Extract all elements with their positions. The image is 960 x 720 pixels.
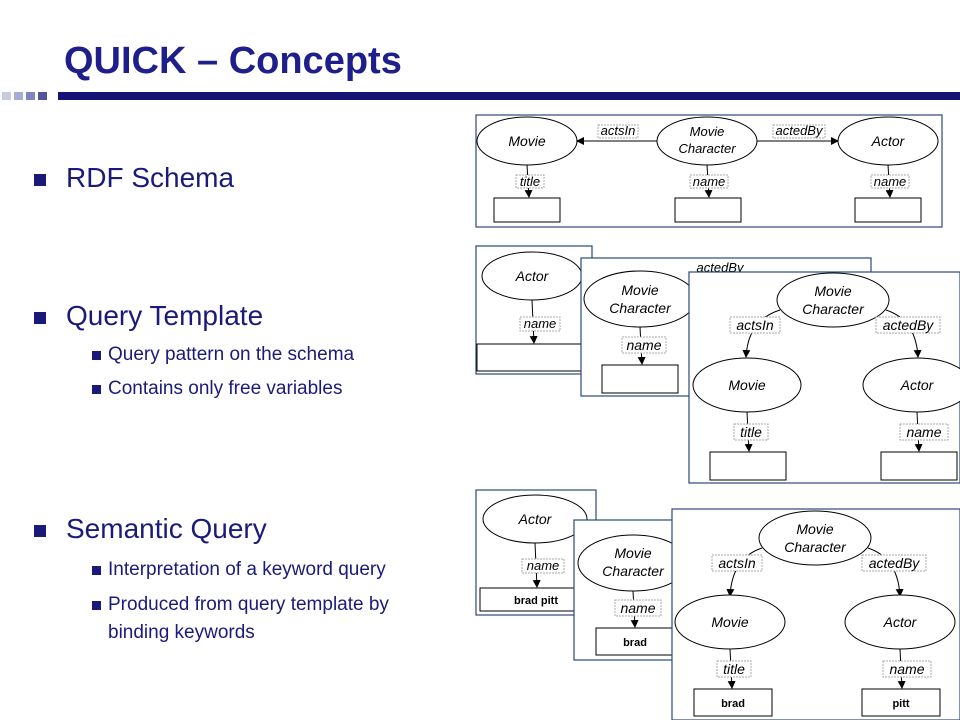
decor-square [38,92,47,100]
schema-movie-character-label-1: Movie [690,124,725,139]
template3-movie-label: Movie [728,377,766,393]
semantic1-name-label: name [527,558,560,573]
template2-movie-character-node [583,270,697,328]
schema-title-box [515,174,545,189]
semantic3-movie-value-box [693,688,773,717]
semantic3-actor-value: pitt [892,698,909,710]
schema-title-label: title [520,174,540,189]
bullet-marker [34,525,46,537]
template2-mc-label-2: Character [609,300,672,316]
sub-bullet-marker [92,566,101,575]
template2-name-label: name [626,337,661,353]
schema-movie-character-label-2: Character [678,141,736,156]
sub-bullet-marker [92,385,101,394]
semantic3-name-label: name [889,661,924,677]
decor-square [2,92,11,100]
semantic-card-3: Movie Character actsIn actedBy Movie Act… [671,508,960,720]
bullet-qt-sub1: Query pattern on the schema [108,344,355,365]
schema-acts-in-label: actsIn [601,123,636,138]
semantic1-actor-label: Actor [518,511,553,527]
template-card-3: Movie Character actsIn actedBy Movie Act… [688,271,960,484]
bullet-marker [34,312,46,324]
template2-mc-label-1: Movie [621,282,659,298]
schema-diagram: Movie Movie Character Actor actsIn acted… [475,114,943,228]
semantic3-acted-by-label: actedBy [869,555,921,571]
bullet-rdf-schema: RDF Schema [66,162,235,193]
schema-name-value-box-2 [854,197,922,223]
sub-bullet-marker [92,601,101,610]
schema-actor-label: Actor [871,133,906,149]
template3-title-value-box [709,451,787,481]
semantic1-value: brad pitt [514,595,558,607]
schema-name-label-2: name [874,174,907,189]
template3-mc-label-2: Character [802,301,865,317]
template3-name-value-box [880,451,958,481]
template-card-1: Actor name [475,245,593,375]
template2-acted-by-label: actedBy [697,260,745,275]
bullet-sq-sub2-line1: Produced from query template by [108,594,389,615]
template3-name-label: name [906,424,941,440]
template3-mc-label-1: Movie [814,283,852,299]
template1-actor-label: Actor [515,268,550,284]
template3-acts-in-label: actsIn [736,317,774,333]
schema-acted-by-label: actedBy [776,123,824,138]
semantic3-movie-label: Movie [711,614,749,630]
template3-title-label: title [740,424,762,440]
template3-acted-by-label: actedBy [883,317,935,333]
schema-movie-label: Movie [508,133,546,149]
schema-title-value-box [493,197,561,223]
semantic3-acts-in-label: actsIn [718,555,756,571]
semantic3-title-label: title [723,661,745,677]
decor-square [14,92,23,100]
bullet-semantic-query: Semantic Query [66,513,267,544]
bullet-sq-sub1: Interpretation of a keyword query [108,559,386,580]
sub-bullet-marker [92,351,101,360]
semantic3-movie-character-node [758,510,872,566]
template1-name-label: name [524,316,557,331]
template3-movie-character-node [776,272,890,328]
decor-square [26,92,35,100]
semantic2-value-box [595,627,675,656]
schema-acted-by-box [772,124,826,139]
semantic2-mc-label-1: Movie [614,545,652,561]
bullet-sq-sub2-line2: binding keywords [108,622,255,643]
semantic3-mc-label-1: Movie [796,521,834,537]
title-rule [58,92,960,100]
schema-name-box-1 [689,174,729,189]
bullet-marker [34,174,46,186]
semantic3-actor-value-box [861,688,941,717]
template2-value-box [601,364,679,394]
semantic3-mc-label-2: Character [784,539,847,555]
bullet-qt-sub2: Contains only free variables [108,378,343,399]
template1-value-box [476,343,592,372]
semantic2-name-label: name [620,600,655,616]
slide-title: QUICK – Concepts [64,40,402,82]
semantic2-value: brad [623,637,647,649]
semantic3-actor-label: Actor [883,614,918,630]
schema-name-label-1: name [693,174,726,189]
semantic3-movie-value: brad [721,698,745,710]
schema-name-value-box-1 [674,197,742,223]
schema-acts-in-box [597,124,639,139]
schema-name-box-2 [870,174,910,189]
template3-actor-label: Actor [900,377,935,393]
bullet-query-template: Query Template [66,300,264,331]
semantic2-mc-label-2: Character [602,563,665,579]
